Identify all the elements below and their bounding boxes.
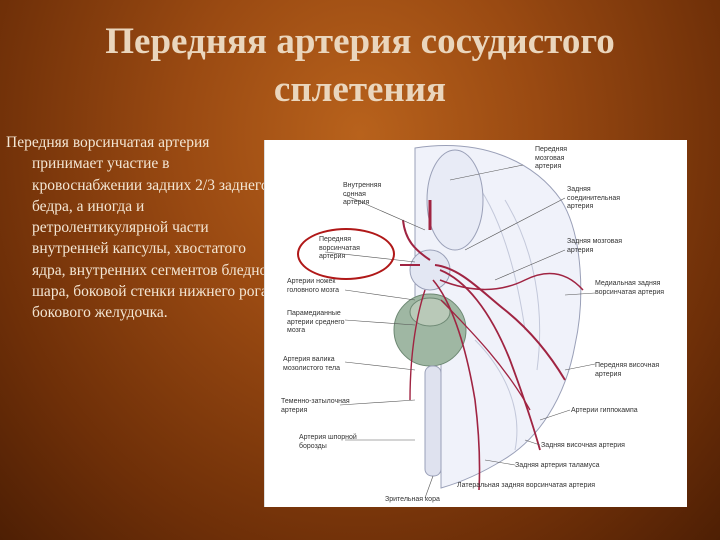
label-pca: Задняя мозговая артерия — [567, 238, 623, 254]
label-ica: Внутренняя сонная артерия — [343, 182, 382, 206]
label-peduncle: Артерии ножек головного мозга — [287, 278, 340, 294]
highlight-oval — [297, 228, 395, 280]
label-parieto-occipital: Теменно-затылочная артерия — [281, 398, 350, 414]
label-ant-temporal: Передняя височная артерия — [595, 362, 660, 378]
label-calcarine: Артерия шпорной борозды — [299, 434, 357, 450]
label-mammillary: Артерия валика мозолистого тела — [283, 356, 341, 372]
body-paragraph: Передняя ворсинчатая артерия принимает у… — [6, 134, 282, 322]
brain-illustration — [324, 145, 596, 499]
label-lat-post-chor: Латеральная задняя ворсинчатая артерия — [457, 482, 596, 489]
label-med-post-chor: Медиальная задняя ворсинчатая артерия — [595, 280, 665, 296]
brain-artery-diagram: Передняя мозговая артерия Внутренняя сон… — [264, 140, 687, 507]
label-paramedian: Парамедианные артерии среднего мозга — [287, 310, 345, 334]
label-post-temporal: Задняя височная артерия — [541, 442, 625, 449]
label-post-thalamic: Задняя артерия таламуса — [515, 462, 600, 469]
slide-title: Передняя артерия сосудистого сплетения — [105, 21, 615, 110]
label-pcomm: Задняя соединительная артерия — [567, 186, 621, 210]
label-hippocampal: Артерии гиппокампа — [571, 407, 638, 414]
label-aca: Передняя мозговая артерия — [535, 146, 568, 170]
label-optic-tract: Зрительная кора — [385, 496, 440, 503]
label-achor-highlight: Передняя ворсинчатая артерия — [319, 236, 360, 260]
